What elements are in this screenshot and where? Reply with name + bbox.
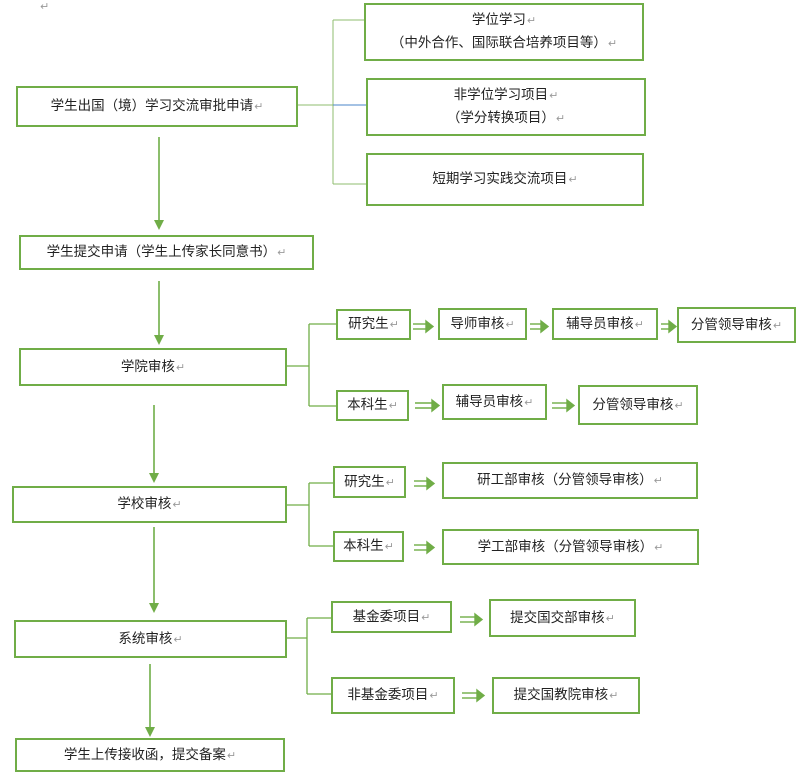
node-school-under-review: 学工部审核（分管领导审核）↵ [442, 529, 699, 565]
node-college-graduate: 研究生↵ [336, 309, 411, 340]
darrow-8 [460, 612, 484, 627]
node-upload-letter: 学生上传接收函，提交备案↵ [15, 738, 285, 772]
node-college-grad-tutor: 导师审核↵ [438, 308, 527, 340]
node-apply: 学生出国（境）学习交流审批申请↵ [16, 86, 298, 127]
node-college-under-leader: 分管领导审核↵ [578, 385, 698, 425]
node-school-grad-review: 研工部审核（分管领导审核）↵ [442, 462, 698, 499]
node-college-review: 学院审核↵ [19, 348, 287, 386]
node-submit: 学生提交申请（学生上传家长同意书）↵ [19, 235, 314, 270]
darrow-2 [530, 319, 550, 334]
node-college-grad-counselor: 辅导员审核↵ [552, 308, 658, 340]
double-arrows [413, 319, 678, 703]
node-system-review: 系统审核↵ [14, 620, 287, 658]
darrow-9 [462, 688, 486, 703]
bracket-college [287, 323, 336, 407]
bracket-system [287, 617, 331, 695]
bracket-apply [298, 19, 366, 185]
darrow-5 [552, 398, 576, 413]
node-college-under-counselor: 辅导员审核↵ [442, 384, 547, 420]
bracket-school [287, 482, 333, 547]
node-college-grad-leader: 分管领导审核↵ [677, 307, 796, 343]
node-fund-review: 提交国交部审核↵ [489, 599, 636, 637]
darrow-4 [415, 398, 441, 413]
flow-arrows [145, 137, 164, 737]
darrow-3 [661, 319, 678, 334]
darrow-1 [413, 319, 435, 334]
node-degree-study: 学位学习↵ （中外合作、国际联合培养项目等）↵ [364, 3, 644, 61]
node-school-undergraduate: 本科生↵ [333, 531, 404, 562]
branch-brackets [287, 323, 336, 695]
node-school-graduate: 研究生↵ [333, 466, 406, 498]
node-fund-project: 基金委项目↵ [331, 601, 452, 633]
node-nonfund-review: 提交国教院审核↵ [492, 677, 640, 714]
darrow-6 [414, 476, 436, 491]
darrow-7 [414, 540, 436, 555]
node-nondegree-study: 非学位学习项目↵ （学分转换项目）↵ [366, 78, 646, 136]
paragraph-mark: ↵ [40, 0, 50, 13]
node-college-undergraduate: 本科生↵ [336, 390, 409, 421]
node-short-term: 短期学习实践交流项目↵ [366, 153, 644, 206]
node-school-review: 学校审核↵ [12, 486, 287, 523]
node-nonfund-project: 非基金委项目↵ [331, 677, 455, 714]
